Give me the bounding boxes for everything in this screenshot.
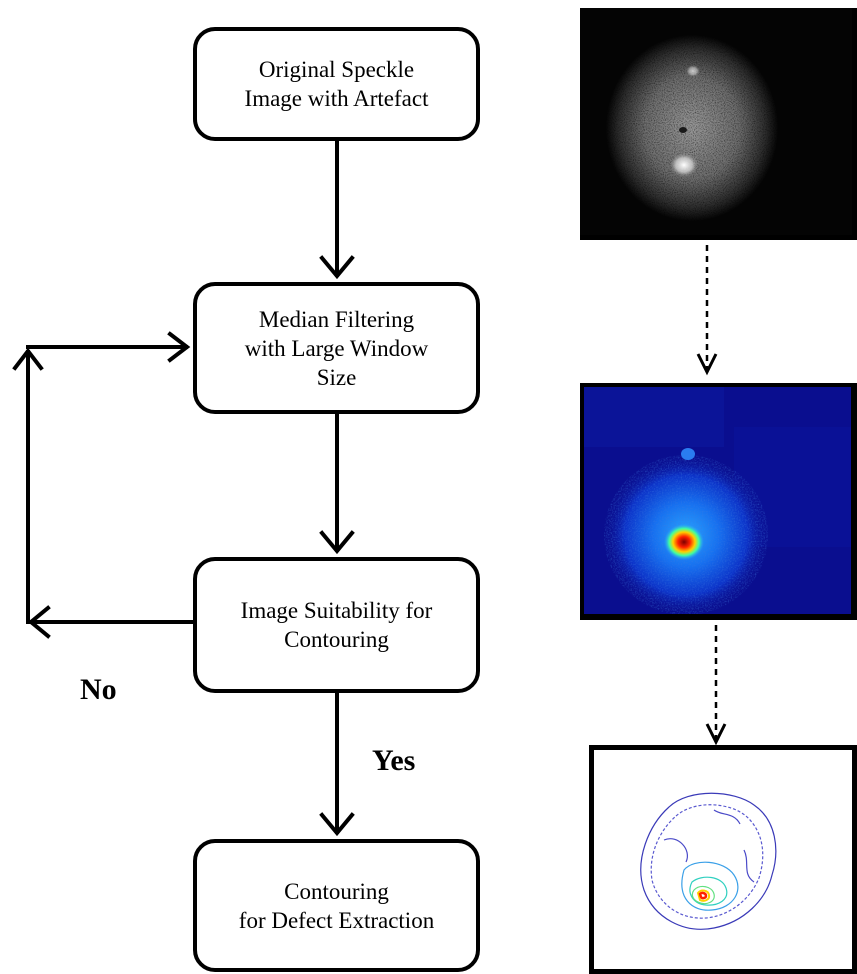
step-2-line-2: with Large Window xyxy=(244,335,429,361)
step-3-line-1: Image Suitability for xyxy=(240,598,433,623)
step-4-line-2: for Defect Extraction xyxy=(238,907,435,933)
step-contouring-defect-extraction: Contouring for Defect Extraction xyxy=(193,839,480,972)
step-1-line-1: Original Speckle xyxy=(258,57,415,82)
step-original-speckle-image: Original Speckle Image with Artefact xyxy=(193,27,480,141)
speckle-image xyxy=(580,8,852,235)
contour-plot-panel xyxy=(589,745,857,974)
arrowhead-step4 xyxy=(319,812,355,837)
dashed-arrowhead-1 xyxy=(696,353,718,376)
arrowhead-step3 xyxy=(319,530,355,555)
step-2-line-3: Size xyxy=(316,364,357,390)
step-4-line-1: Contouring xyxy=(284,878,389,904)
step-2-line-1: Median Filtering xyxy=(258,306,415,332)
arrowhead-into-step2 xyxy=(167,331,191,363)
filtered-heatmap-panel xyxy=(580,383,857,620)
step-1-line-2: Image with Artefact xyxy=(244,86,429,111)
speckle-image-panel xyxy=(580,8,857,240)
arrowhead-feedback-up xyxy=(12,347,44,371)
contour-plot-image xyxy=(594,750,852,969)
filtered-heatmap-image xyxy=(584,387,851,614)
dashed-arrowhead-2 xyxy=(705,723,727,746)
decision-yes-label: Yes xyxy=(372,744,416,777)
step-image-suitability-decision: Image Suitability for Contouring xyxy=(193,557,480,693)
step-median-filtering: Median Filtering with Large Window Size xyxy=(193,282,480,414)
arrowhead-step2 xyxy=(319,255,355,280)
arrowhead-no xyxy=(27,605,51,639)
step-3-line-2: Contouring xyxy=(284,627,389,652)
decision-no-label: No xyxy=(80,673,117,706)
